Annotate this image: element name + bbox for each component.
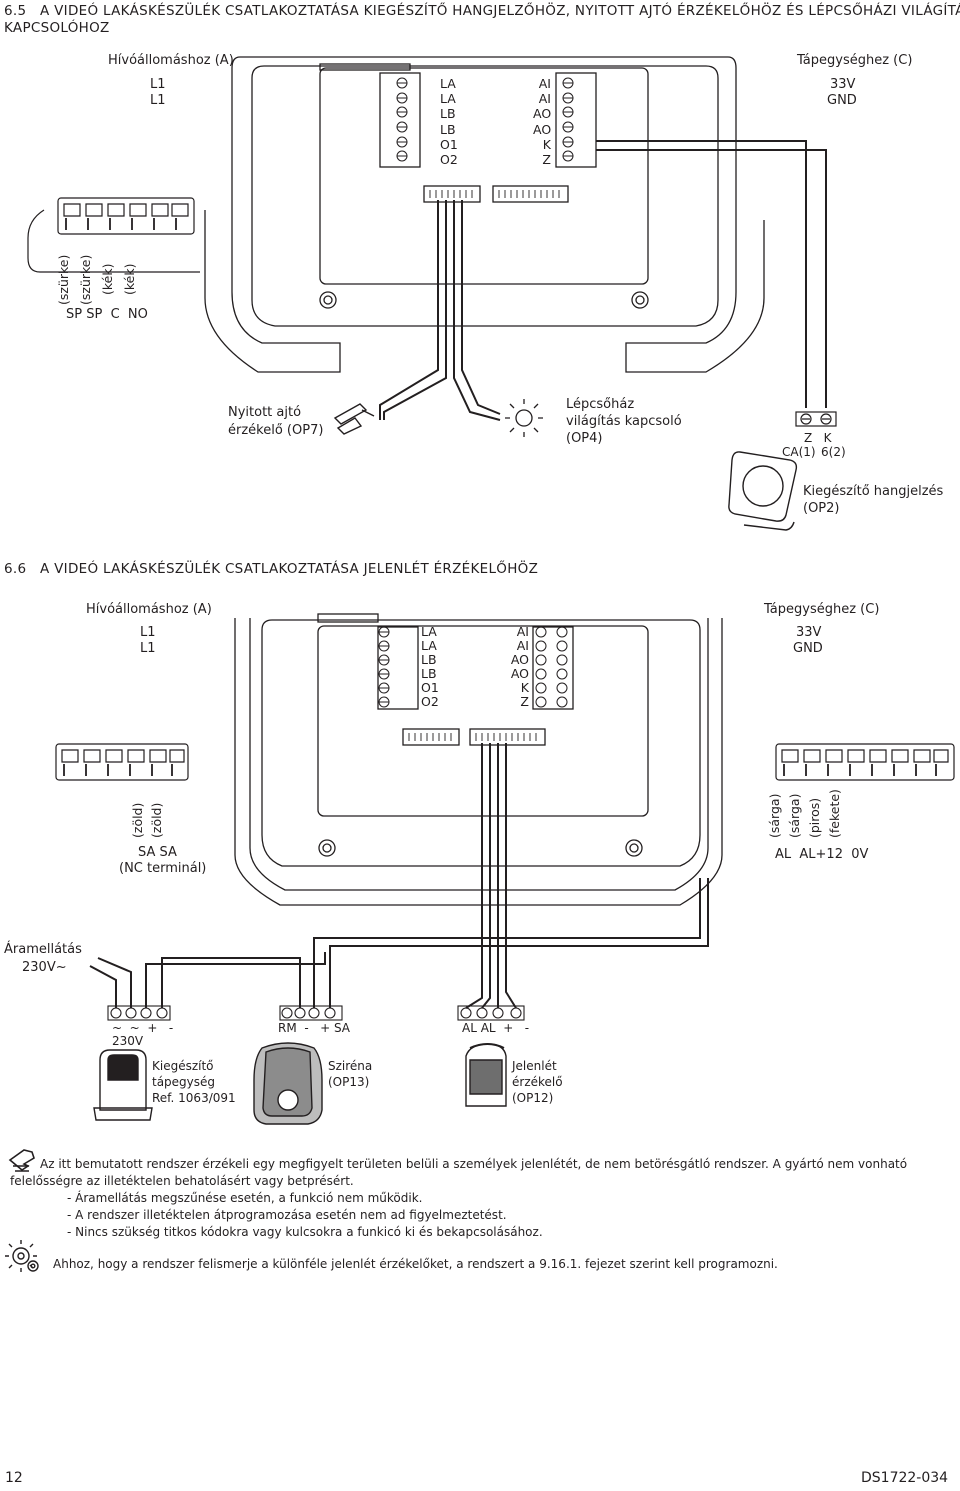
chime-label-2: (OP2) <box>803 501 840 516</box>
wire-color-label: (sárga) <box>787 793 802 838</box>
note-bullet-2: - A rendszer illetéktelen átprogramozása… <box>67 1208 507 1222</box>
wires-6-5 <box>379 140 827 421</box>
l1-label: L1 <box>140 641 156 656</box>
power-supply-icon <box>93 1049 153 1121</box>
settings-gear-icon <box>5 1240 39 1272</box>
presence-sensor-icon <box>465 1043 507 1107</box>
psu-label: Kiegészítő <box>152 1059 214 1073</box>
chime-label: Kiegészítő hangjelzés <box>803 484 944 499</box>
sa-labels: SA SA <box>138 845 177 860</box>
l1-label: L1 <box>150 93 166 108</box>
33v-label: 33V <box>830 77 856 92</box>
terminal-strip-6-6-left <box>55 743 189 781</box>
note-line-1: Az itt bemutatott rendszer érzékeli egy … <box>40 1157 908 1171</box>
connector-pins-6-6 <box>408 733 537 741</box>
gnd-label: GND <box>793 641 823 656</box>
section-6-5-number: 6.5 <box>4 3 27 19</box>
wire-color-label: (szürke) <box>78 254 93 305</box>
wire-color-label: (sárga) <box>767 793 782 838</box>
l1-label: L1 <box>140 625 156 640</box>
psu-label-2: tápegység <box>152 1075 216 1089</box>
call-station-label-6-5: Hívóállomáshoz (A) <box>108 53 234 68</box>
screws-6-5-left <box>396 77 408 162</box>
siren-label-2: (OP13) <box>328 1075 370 1089</box>
terminal-blocks-bottom <box>107 1005 525 1021</box>
siren-terminal-labels: RM - + SA <box>278 1021 351 1035</box>
wire-end-labels-6-5: SP SP C NO <box>66 307 148 322</box>
psu-ref-label: Ref. 1063/091 <box>152 1091 236 1105</box>
power-unit-label-6-6: Tápegységhez (C) <box>764 602 880 617</box>
door-sensor-icon <box>333 403 375 435</box>
page-number: 12 <box>5 1470 23 1486</box>
section-6-6-number: 6.6 <box>4 561 27 577</box>
monitor-back-6-5 <box>204 56 765 373</box>
mains-label: Áramellátás <box>4 942 82 957</box>
wire-color-label: (piros) <box>807 797 822 838</box>
nc-terminal-label: (NC terminál) <box>119 861 207 876</box>
psu-terminal-labels: ~ ~ + - <box>112 1021 174 1035</box>
alarm-wire-labels: AL AL+12 0V <box>775 847 869 862</box>
wire-color-label: (kék) <box>100 263 115 295</box>
screws-6-5-right <box>562 77 574 162</box>
wire-color-label: (szürke) <box>56 254 71 305</box>
siren-icon <box>253 1042 323 1125</box>
wire-color-label: (kék) <box>122 263 137 295</box>
wire-color-label: (zöld) <box>149 802 164 838</box>
call-station-label-6-6: Hívóállomáshoz (A) <box>86 602 212 617</box>
terminal-strip-6-5 <box>27 197 200 273</box>
k62-label: 6(2) <box>821 445 846 459</box>
screws-6-6 <box>378 626 568 708</box>
door-sensor-label: Nyitott ajtó <box>228 405 302 420</box>
section-6-6-title: A VIDEÓ LAKÁSKÉSZÜLÉK CSATLAKOZTATÁSA JE… <box>40 561 539 577</box>
pir-label-3: (OP12) <box>512 1091 554 1105</box>
chime-icon <box>728 451 798 531</box>
info-hand-icon <box>8 1149 35 1172</box>
stair-switch-label-2: világítás kapcsoló <box>566 414 682 429</box>
section-6-5-title-cont: KAPCSOLÓHOZ <box>4 20 110 36</box>
programming-note: Ahhoz, hogy a rendszer felismerje a külö… <box>53 1257 778 1271</box>
stair-switch-label-3: (OP4) <box>566 431 603 446</box>
ca1-label: CA(1) <box>782 445 816 459</box>
chime-terminals <box>795 411 837 427</box>
connector-pins-6-5 <box>429 190 560 198</box>
note-bullet-1: - Áramellátás megszűnése esetén, a funkc… <box>67 1191 423 1205</box>
psu-230v-label: 230V <box>112 1034 144 1048</box>
stair-light-switch-icon <box>505 399 543 437</box>
document-code: DS1722-034 <box>861 1470 949 1486</box>
wire-color-label: (fekete) <box>827 789 842 838</box>
wire-color-label: (zöld) <box>130 802 145 838</box>
gnd-label: GND <box>827 93 857 108</box>
note-bullet-3: - Nincs szükség titkos kódokra vagy kulc… <box>67 1225 543 1239</box>
note-line-2: felelősségre az illetéktelen behatolásér… <box>10 1174 354 1188</box>
door-sensor-label-2: érzékelő (OP7) <box>228 423 324 438</box>
section-6-5-title: A VIDEÓ LAKÁSKÉSZÜLÉK CSATLAKOZTATÁSA KI… <box>40 3 960 19</box>
33v-label: 33V <box>796 625 822 640</box>
monitor-back-6-6 <box>234 613 723 906</box>
pir-terminal-labels: AL AL + - <box>462 1021 530 1035</box>
terminal-strip-6-6-right <box>775 743 955 781</box>
pir-label-2: érzékelő <box>512 1075 563 1089</box>
pir-label: Jelenlét <box>512 1059 557 1073</box>
230v-label: 230V~ <box>22 960 67 975</box>
chime-terminal-labels: Z K <box>804 431 832 445</box>
siren-label: Sziréna <box>328 1059 373 1073</box>
wires-6-6 <box>89 743 709 1009</box>
power-unit-label-6-5: Tápegységhez (C) <box>797 53 913 68</box>
stair-switch-label: Lépcsőház <box>566 397 635 412</box>
l1-label: L1 <box>150 77 166 92</box>
